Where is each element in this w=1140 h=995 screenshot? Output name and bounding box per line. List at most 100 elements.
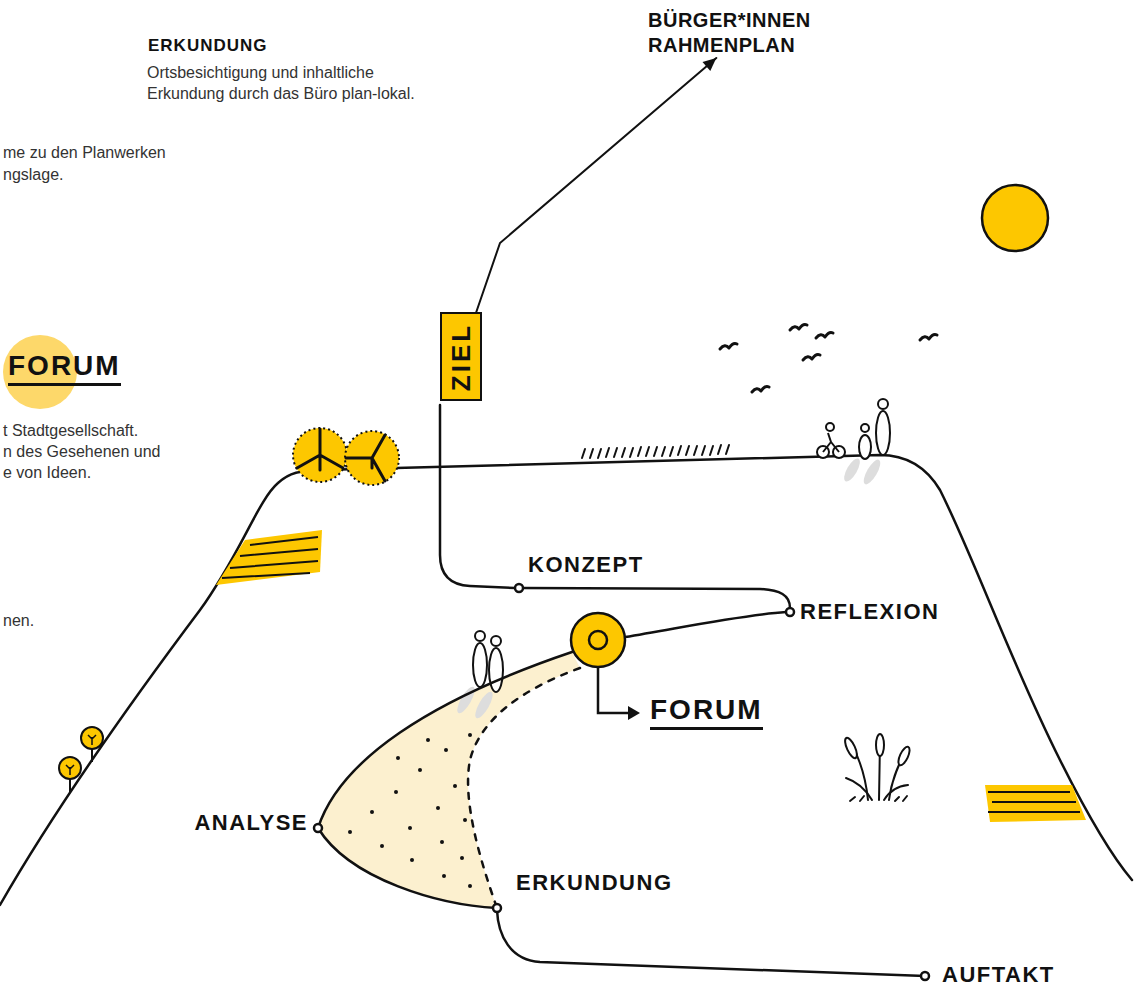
process-path bbox=[497, 910, 925, 976]
forum-station bbox=[571, 613, 625, 667]
section-text: me zu den Planwerken bbox=[3, 142, 166, 163]
station-dots bbox=[515, 584, 523, 592]
birds bbox=[920, 335, 937, 341]
trees bbox=[88, 735, 96, 745]
hay-fields bbox=[988, 792, 1080, 812]
people-at-forum bbox=[454, 631, 503, 720]
forum-area bbox=[394, 790, 398, 794]
reeds bbox=[843, 736, 860, 759]
section-text: n des Gesehenen und bbox=[3, 441, 160, 462]
people-at-forum bbox=[489, 648, 503, 692]
reeds bbox=[850, 796, 907, 801]
forum-area bbox=[348, 733, 472, 888]
goal-flag-text: ZIEL bbox=[446, 322, 476, 390]
forum-area bbox=[468, 884, 472, 888]
forum-area bbox=[318, 652, 580, 908]
forum-area bbox=[460, 856, 464, 860]
station-label: ERKUNDUNG bbox=[516, 870, 673, 896]
birds bbox=[720, 325, 937, 393]
people-at-forum bbox=[475, 631, 485, 641]
reeds bbox=[896, 745, 912, 767]
birds bbox=[720, 344, 737, 350]
trees bbox=[91, 748, 93, 762]
forum-station bbox=[598, 668, 630, 713]
trees bbox=[59, 727, 103, 793]
plan-heading: BÜRGER*INNEN RAHMENPLAN bbox=[648, 8, 843, 58]
trees bbox=[59, 757, 81, 779]
forum-area bbox=[410, 858, 414, 862]
forum-area bbox=[442, 874, 446, 878]
station-label: KONZEPT bbox=[528, 552, 644, 578]
forum-area bbox=[426, 738, 430, 742]
station-label: AUFTAKT bbox=[942, 962, 1055, 988]
section-text: ngslage. bbox=[3, 164, 64, 185]
hay-fields bbox=[985, 785, 1086, 822]
people-on-ridge bbox=[859, 435, 871, 459]
forum-area bbox=[380, 844, 384, 848]
reeds bbox=[846, 778, 872, 800]
people-on-ridge bbox=[817, 399, 890, 487]
people-at-forum bbox=[473, 643, 487, 687]
forum-area bbox=[453, 784, 457, 788]
hay-fields bbox=[216, 530, 322, 585]
forum-area bbox=[440, 840, 444, 844]
forum-area bbox=[396, 756, 400, 760]
people-on-ridge bbox=[823, 433, 839, 452]
process-path bbox=[523, 588, 790, 608]
wind-turbines bbox=[345, 431, 399, 485]
people-on-ridge bbox=[876, 411, 890, 455]
ridge-hatching bbox=[582, 445, 729, 458]
station-dots bbox=[493, 904, 501, 912]
station-dots bbox=[314, 584, 929, 980]
wind-turbines bbox=[346, 435, 385, 481]
forum-station bbox=[589, 631, 607, 649]
station-label: REFLEXION bbox=[800, 599, 939, 625]
section-text: nen. bbox=[3, 610, 34, 631]
section-text: Ortsbesichtigung und inhaltliche Erkundu… bbox=[147, 62, 437, 104]
forum-area bbox=[418, 768, 422, 772]
forum-area bbox=[463, 818, 467, 822]
sun bbox=[982, 185, 1048, 251]
people-at-forum bbox=[491, 636, 501, 646]
wind-turbines bbox=[293, 428, 347, 482]
birds bbox=[803, 355, 820, 361]
connector-line bbox=[476, 58, 716, 312]
hill-outline bbox=[0, 455, 1132, 905]
forum-area bbox=[318, 652, 580, 908]
birds bbox=[790, 325, 807, 331]
process-path bbox=[440, 405, 515, 588]
station-dots bbox=[786, 608, 794, 616]
station-label: ANALYSE bbox=[194, 810, 308, 836]
sun bbox=[982, 185, 1048, 251]
forum-area bbox=[468, 733, 472, 737]
forum-station bbox=[628, 706, 640, 720]
people-on-ridge bbox=[826, 423, 834, 431]
wind-turbines bbox=[293, 428, 399, 485]
process-path bbox=[625, 612, 786, 637]
hay-fields bbox=[222, 537, 318, 578]
ridge-hatching bbox=[582, 445, 729, 458]
trees bbox=[81, 727, 103, 749]
forum-station bbox=[571, 613, 640, 720]
process-path bbox=[318, 405, 925, 976]
goal-flag: ZIEL bbox=[440, 312, 482, 401]
forum-area bbox=[444, 748, 448, 752]
trees bbox=[66, 765, 74, 775]
forum-area bbox=[370, 810, 374, 814]
section-text: t Stadtgesellschaft. bbox=[3, 420, 138, 441]
section-heading: ERKUNDUNG bbox=[148, 36, 268, 56]
station-dots bbox=[314, 824, 322, 832]
station-label: FORUM bbox=[650, 694, 763, 730]
people-on-ridge bbox=[841, 456, 863, 484]
plan-heading-text: BÜRGER*INNEN RAHMENPLAN bbox=[648, 8, 843, 58]
section-text: e von Ideen. bbox=[3, 462, 91, 483]
station-dots bbox=[921, 972, 929, 980]
forum-area bbox=[348, 830, 352, 834]
reeds bbox=[876, 734, 884, 756]
reeds bbox=[843, 734, 912, 801]
people-on-ridge bbox=[861, 457, 884, 486]
hill-outline bbox=[0, 455, 1132, 905]
